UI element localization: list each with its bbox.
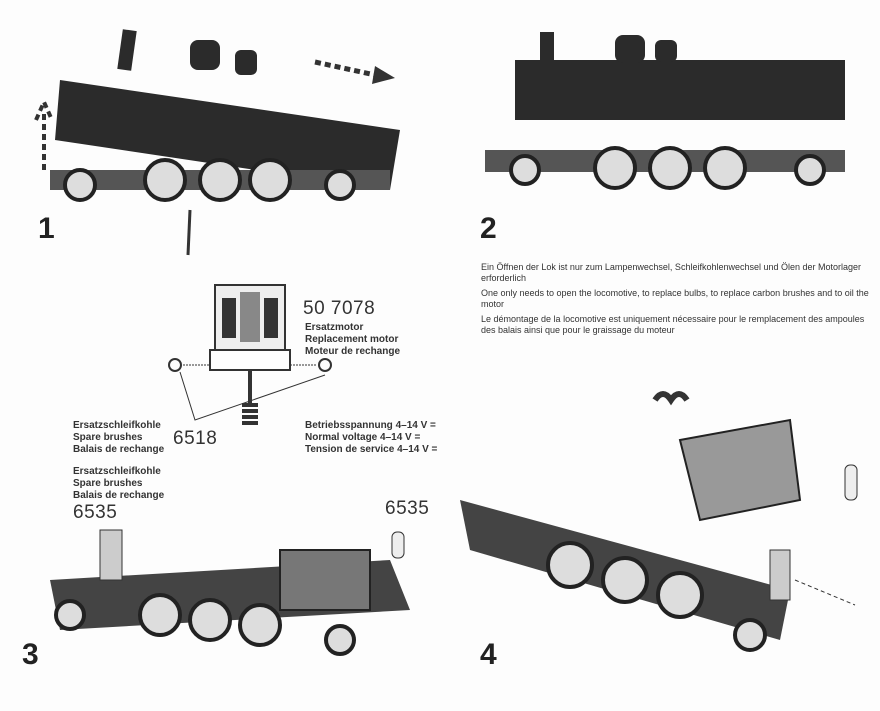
motor-label-en: Replacement motor [305, 334, 399, 345]
brush-labels-step3: Ersatzschleifkohle Spare brushes Balais … [73, 466, 164, 502]
instruction-note: Ein Öffnen der Lok ist nur zum Lampenwec… [481, 262, 876, 340]
note-german: Ein Öffnen der Lok ist nur zum Lampenwec… [481, 262, 862, 283]
step-number-1: 1 [38, 212, 55, 245]
note-english: One only needs to open the locomotive, t… [481, 288, 869, 309]
brush3-label-fr: Balais de rechange [73, 490, 165, 501]
voltage-fr: Tension de service 4–14 V = [305, 444, 438, 455]
brush3-label-de: Ersatzschleifkohle [73, 466, 161, 477]
motor-label-fr: Moteur de rechange [305, 346, 401, 357]
brush-label-en: Spare brushes [73, 432, 143, 443]
motor-labels: Ersatzmotor Replacement motor Moteur de … [305, 322, 400, 358]
brush-label-de: Ersatzschleifkohle [73, 420, 161, 431]
voltage-en: Normal voltage 4–14 V = [305, 432, 421, 443]
note-french: Le démontage de la locomotive est unique… [481, 314, 865, 335]
motor-removal-exploded-illustration [460, 391, 858, 652]
brush3-label-en: Spare brushes [73, 478, 143, 489]
brush-labels: Ersatzschleifkohle Spare brushes Balais … [73, 420, 164, 456]
replacement-motor-diagram [168, 284, 332, 425]
step-number-2: 2 [480, 212, 497, 245]
voltage-labels: Betriebsspannung 4–14 V = Normal voltage… [305, 420, 437, 456]
locomotive-body-removed-illustration [485, 32, 845, 190]
brush-part-number: 6518 [173, 428, 218, 449]
brush-label-fr: Balais de rechange [73, 444, 165, 455]
locomotive-lifting-body-illustration [34, 29, 400, 256]
voltage-de: Betriebsspannung 4–14 V = [305, 420, 436, 431]
bulb-part-number: 6535 [385, 498, 430, 519]
chassis-with-motor-illustration [50, 529, 410, 656]
motor-label-de: Ersatzmotor [305, 322, 364, 333]
step-number-3: 3 [22, 638, 39, 671]
brush-step3-part-number: 6535 [73, 502, 118, 523]
step-number-4: 4 [480, 638, 497, 671]
motor-part-number: 50 7078 [303, 298, 376, 319]
